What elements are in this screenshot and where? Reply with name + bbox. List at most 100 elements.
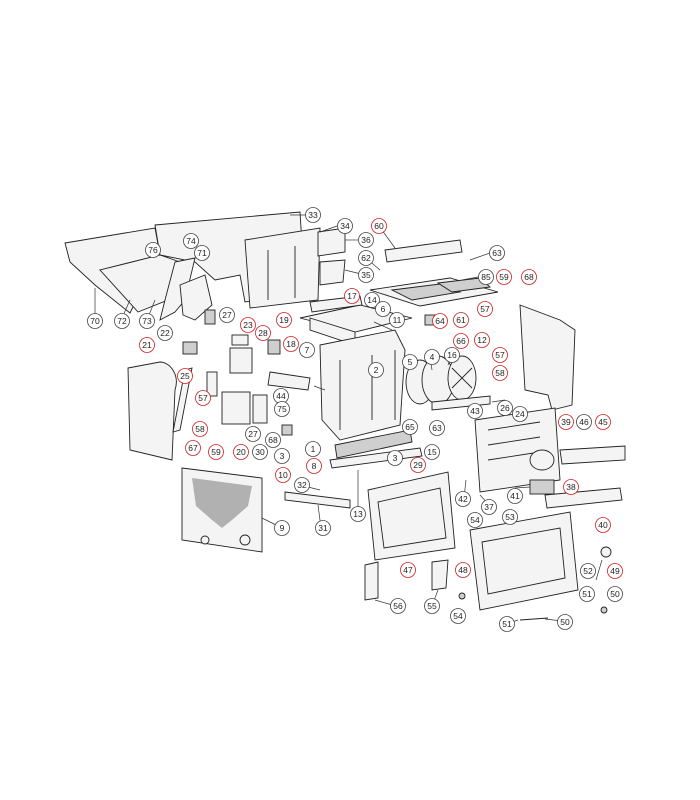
callout-circle xyxy=(595,414,611,430)
callout-50: 50 xyxy=(557,614,573,630)
callout-circle xyxy=(283,336,299,352)
callout-circle xyxy=(368,362,384,378)
callout-51: 51 xyxy=(499,616,515,632)
callout-circle xyxy=(453,312,469,328)
callout-circle xyxy=(177,368,193,384)
callout-circle xyxy=(183,233,199,249)
callout-number: 41 xyxy=(510,491,520,501)
callout-circle xyxy=(467,512,483,528)
callout-number: 74 xyxy=(186,236,196,246)
callout-circle xyxy=(240,317,256,333)
callout-number: 54 xyxy=(470,515,480,525)
callout-45: 45 xyxy=(595,414,611,430)
callout-54: 54 xyxy=(467,512,483,528)
top-tray-assembly xyxy=(369,239,499,326)
callout-circle xyxy=(274,520,290,536)
callout-number: 26 xyxy=(500,403,510,413)
callout-number: 47 xyxy=(403,565,413,575)
callout-number: 57 xyxy=(480,304,490,314)
callout-36: 36 xyxy=(358,232,374,248)
callout-5: 5 xyxy=(402,354,418,370)
callout-number: 24 xyxy=(515,409,525,419)
callout-circle xyxy=(371,218,387,234)
callout-number: 64 xyxy=(435,316,445,326)
callout-number: 48 xyxy=(458,565,468,575)
callout-35: 35 xyxy=(358,267,374,283)
callout-22: 22 xyxy=(157,325,173,341)
callout-number: 51 xyxy=(582,589,592,599)
callout-number: 51 xyxy=(502,619,512,629)
callout-number: 14 xyxy=(367,295,377,305)
callout-33: 33 xyxy=(305,207,321,223)
callout-63: 63 xyxy=(489,245,505,261)
left-side-panel xyxy=(127,334,311,461)
callout-number: 73 xyxy=(142,316,152,326)
callout-circle xyxy=(489,245,505,261)
callout-number: 59 xyxy=(211,447,221,457)
callout-circle xyxy=(481,499,497,515)
callout-66: 66 xyxy=(453,333,469,349)
callout-circle xyxy=(499,616,515,632)
callout-number: 67 xyxy=(188,443,198,453)
callout-number: 62 xyxy=(361,253,371,263)
callout-circle xyxy=(502,509,518,525)
right-side-panel xyxy=(474,304,626,509)
callout-68: 68 xyxy=(265,432,281,448)
callout-number: 2 xyxy=(374,365,379,375)
callout-47: 47 xyxy=(400,562,416,578)
callout-57: 57 xyxy=(195,390,211,406)
callout-2: 2 xyxy=(368,362,384,378)
callout-number: 7 xyxy=(305,345,310,355)
callout-circle xyxy=(467,403,483,419)
callout-circle xyxy=(194,245,210,261)
callout-number: 49 xyxy=(610,566,620,576)
callout-25: 25 xyxy=(177,368,193,384)
callout-21: 21 xyxy=(139,337,155,353)
callout-14: 14 xyxy=(364,292,380,308)
callout-16: 16 xyxy=(444,347,460,363)
callout-62: 62 xyxy=(358,250,374,266)
callout-18: 18 xyxy=(283,336,299,352)
callout-circle xyxy=(444,347,460,363)
callout-circle xyxy=(402,354,418,370)
callout-circle xyxy=(274,401,290,417)
callout-number: 18 xyxy=(286,339,296,349)
callout-circle xyxy=(429,420,445,436)
callout-circle xyxy=(192,421,208,437)
callout-number: 10 xyxy=(278,470,288,480)
callout-number: 68 xyxy=(524,272,534,282)
callout-58: 58 xyxy=(192,421,208,437)
callout-number: 34 xyxy=(340,221,350,231)
callout-circle xyxy=(558,414,574,430)
callout-49: 49 xyxy=(607,563,623,579)
callout-number: 42 xyxy=(458,494,468,504)
callout-number: 32 xyxy=(297,480,307,490)
callout-number: 58 xyxy=(495,368,505,378)
callout-60: 60 xyxy=(371,218,387,234)
callout-8: 8 xyxy=(306,458,322,474)
callout-23: 23 xyxy=(240,317,256,333)
callout-28: 28 xyxy=(255,325,271,341)
callout-24: 24 xyxy=(512,406,528,422)
callout-70: 70 xyxy=(87,313,103,329)
callout-number: 25 xyxy=(180,371,190,381)
callout-circle xyxy=(294,477,310,493)
callout-63: 63 xyxy=(429,420,445,436)
callout-65: 65 xyxy=(402,419,418,435)
callout-number: 6 xyxy=(381,304,386,314)
callout-number: 53 xyxy=(505,512,515,522)
callout-12: 12 xyxy=(474,332,490,348)
callout-circle xyxy=(350,506,366,522)
callout-circle xyxy=(390,598,406,614)
callout-number: 50 xyxy=(560,617,570,627)
callout-circle xyxy=(364,292,380,308)
callout-number: 38 xyxy=(566,482,576,492)
callout-53: 53 xyxy=(502,509,518,525)
callout-circle xyxy=(315,520,331,536)
callout-10: 10 xyxy=(275,467,291,483)
callout-number: 59 xyxy=(499,272,509,282)
callout-circle xyxy=(255,325,271,341)
callout-54: 54 xyxy=(450,608,466,624)
front-door-assembly xyxy=(364,471,612,621)
callout-58: 58 xyxy=(492,365,508,381)
